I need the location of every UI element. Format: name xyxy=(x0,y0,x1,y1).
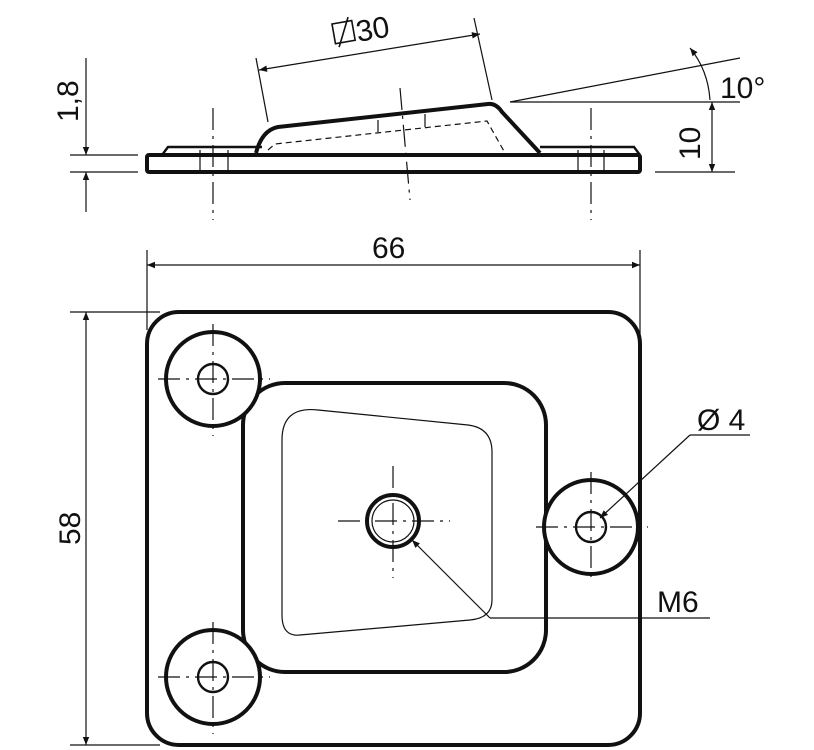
thickness-label: 1,8 xyxy=(52,80,85,122)
square-symbol-icon xyxy=(331,16,357,48)
centerline-middle xyxy=(399,87,411,201)
height-label: 10 xyxy=(674,127,707,160)
hole-diameter-label: Ø 4 xyxy=(697,404,745,437)
mounting-hole-top-left xyxy=(158,324,270,436)
top-view: 66 58 Ø 4 xyxy=(54,232,750,747)
raised-square-outline xyxy=(241,381,548,674)
raised-profile xyxy=(254,101,542,155)
left-flange xyxy=(161,145,262,156)
thread-label: M6 xyxy=(657,586,699,619)
height-dimension-label: 58 xyxy=(54,512,87,545)
side-view: 30 1,8 10° 10 xyxy=(52,11,765,220)
raised-top-face xyxy=(281,408,493,636)
width-label: 66 xyxy=(372,232,405,265)
mounting-hole-right xyxy=(536,472,648,582)
hidden-profile xyxy=(267,120,506,154)
right-flange xyxy=(540,145,641,156)
threaded-hole-center xyxy=(338,466,450,578)
angle-label: 10° xyxy=(720,72,765,105)
square-size-label: 30 xyxy=(353,11,392,49)
mounting-hole-bottom-left xyxy=(158,622,270,734)
base-plate-profile xyxy=(145,153,642,174)
base-plate-outline xyxy=(145,310,642,747)
